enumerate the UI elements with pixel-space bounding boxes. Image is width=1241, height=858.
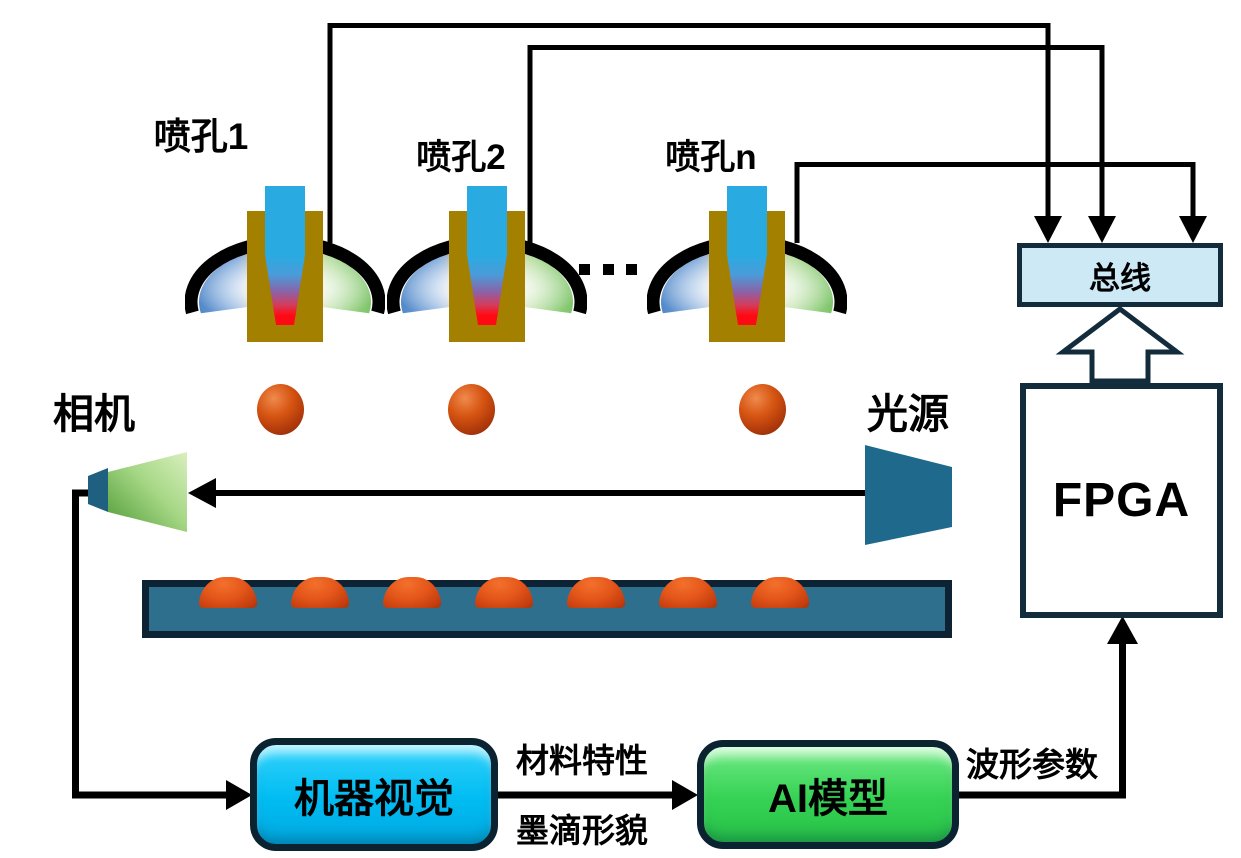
arrowhead-fpga [1107,616,1138,644]
arrowhead-bus-1 [1034,216,1062,243]
fpga-label: FPGA [1052,474,1191,527]
machine-vision-box: 机器视觉 [250,738,498,851]
waveform-parameters-label: 波形参数 [966,746,1098,783]
arrowhead-ai [672,780,698,810]
fpga-box: FPGA [1020,383,1223,618]
wire-nozzle1-to-bus [327,23,1051,243]
printed-dome [291,577,349,608]
bus-box: 总线 [1017,243,1223,307]
printed-dome [383,577,441,608]
droplet-morphology-label: 墨滴形貌 [516,812,648,849]
droplet-sphere-3 [739,384,786,435]
ai-model-box: AI模型 [697,740,959,849]
printed-dome [567,577,625,608]
camera-label: 相机 [53,391,135,437]
wire-nozzle2-to-bus [527,45,1105,243]
camera-icon [88,452,187,532]
material-properties-label: 材料特性 [516,742,648,779]
printed-dome [475,577,533,608]
printed-dome [751,577,809,608]
ellipsis-icon [579,264,637,275]
wire-ai-to-fpga [958,640,1126,799]
ai-model-label: AI模型 [768,776,888,821]
block-arrow-fpga-to-bus [1055,305,1185,384]
printed-dome [659,577,717,608]
printed-dome [199,577,257,608]
nozzle-n-label: 喷孔n [665,137,757,177]
wire-camera-to-mv [72,489,230,799]
arrowhead-mv [226,780,252,810]
droplet-sphere-1 [257,384,304,435]
wire-nozzlen-to-bus [794,162,1196,243]
light-source-label: 光源 [867,391,949,437]
machine-vision-label: 机器视觉 [294,776,454,821]
nozzle-2-label: 喷孔2 [416,137,506,177]
substrate-bar [142,580,952,638]
arrowhead-bus-3 [1179,216,1207,243]
nozzle-1-label: 喷孔1 [153,116,249,157]
bus-label: 总线 [1089,260,1151,296]
droplet-sphere-2 [448,384,495,435]
light-source-icon [865,445,952,545]
arrowhead-bus-2 [1088,216,1116,243]
arrowhead-camera [188,478,216,508]
